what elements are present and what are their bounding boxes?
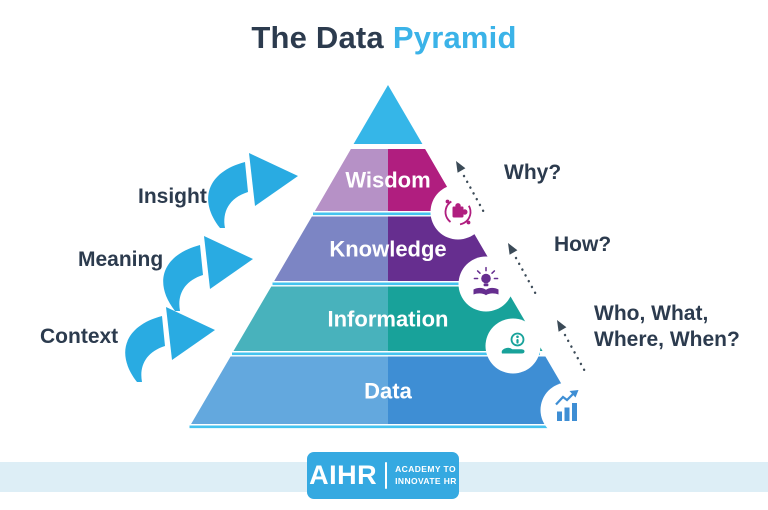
logo-divider: [385, 462, 388, 489]
layer-knowledge-left: [274, 216, 388, 281]
title-part-blue: Pyramid: [392, 20, 517, 55]
layer-data-right: [388, 356, 585, 424]
left-label-insight: Insight: [138, 185, 207, 208]
dashed-arrow-who-icon: [557, 320, 589, 377]
dashed-arrow-how-icon: [508, 243, 540, 300]
page-title: The Data Pyramid: [0, 20, 768, 56]
layer-label-wisdom: Wisdom: [345, 168, 430, 193]
curved-arrow-insight-icon: [208, 153, 298, 228]
layer-label-knowledge: Knowledge: [329, 237, 446, 262]
left-label-context: Context: [40, 325, 119, 348]
aihr-logo-text: AIHR: [309, 460, 378, 490]
layer-label-information: Information: [328, 307, 449, 332]
lightbulb-book-icon: [473, 266, 499, 296]
logo-tagline-line1: ACADEMY TO: [395, 464, 456, 475]
cycle-puzzle-icon: [444, 198, 472, 226]
pyramid-apex: [353, 85, 423, 144]
layer-label-data: Data: [364, 379, 412, 404]
layer-wisdom-left: [314, 149, 388, 211]
bar-chart-icon: [555, 390, 579, 421]
hand-info-icon: [501, 332, 525, 354]
right-label-line1: Who, What,: [594, 302, 709, 325]
curved-arrow-meaning-icon: [163, 236, 253, 311]
curved-arrow-context-icon: [125, 307, 215, 382]
layer-data-left: [191, 356, 388, 424]
right-label-line2: Where, When?: [594, 328, 740, 351]
right-label-why: Why?: [504, 161, 562, 184]
layer-information-left: [233, 286, 388, 351]
right-label-who-what-where-when: Who, What, Where, When?: [594, 301, 740, 353]
right-label-how: How?: [554, 233, 612, 256]
title-part-dark: The Data: [251, 20, 384, 55]
aihr-logo: AIHR ACADEMY TO INNOVATE HR: [307, 452, 459, 499]
logo-tagline-line2: INNOVATE HR: [395, 475, 457, 486]
left-label-meaning: Meaning: [78, 248, 164, 271]
logo-tagline: ACADEMY TO INNOVATE HR: [395, 464, 457, 487]
circle-information: [485, 318, 541, 374]
dashed-arrow-why-icon: [456, 161, 488, 218]
